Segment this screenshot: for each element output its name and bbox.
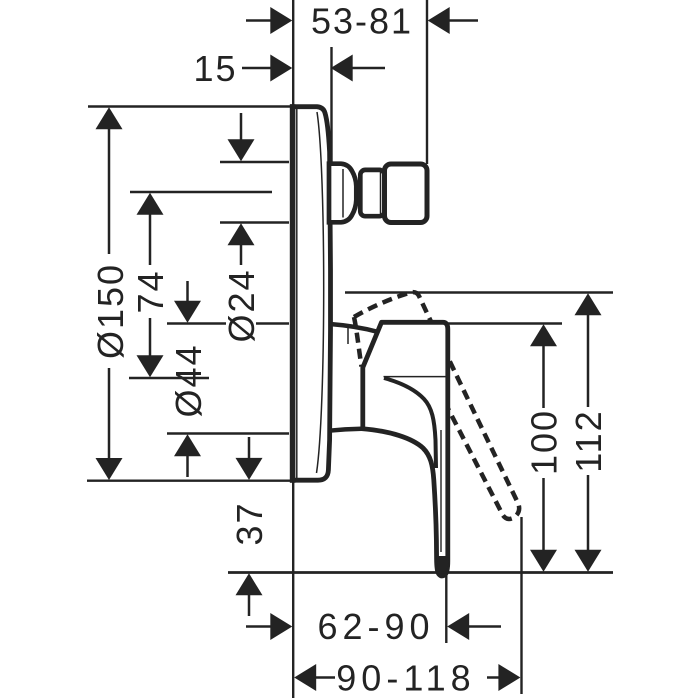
svg-text:74: 74 [130, 269, 171, 313]
svg-text:90-118: 90-118 [336, 658, 475, 699]
svg-text:Ø44: Ø44 [168, 343, 209, 417]
svg-text:15: 15 [193, 48, 237, 89]
svg-text:112: 112 [568, 409, 609, 472]
svg-text:Ø24: Ø24 [221, 268, 262, 342]
svg-text:37: 37 [229, 501, 270, 545]
svg-text:Ø150: Ø150 [90, 263, 131, 359]
svg-text:53-81: 53-81 [311, 1, 413, 42]
svg-text:100: 100 [524, 409, 565, 475]
svg-text:62-90: 62-90 [317, 606, 434, 647]
